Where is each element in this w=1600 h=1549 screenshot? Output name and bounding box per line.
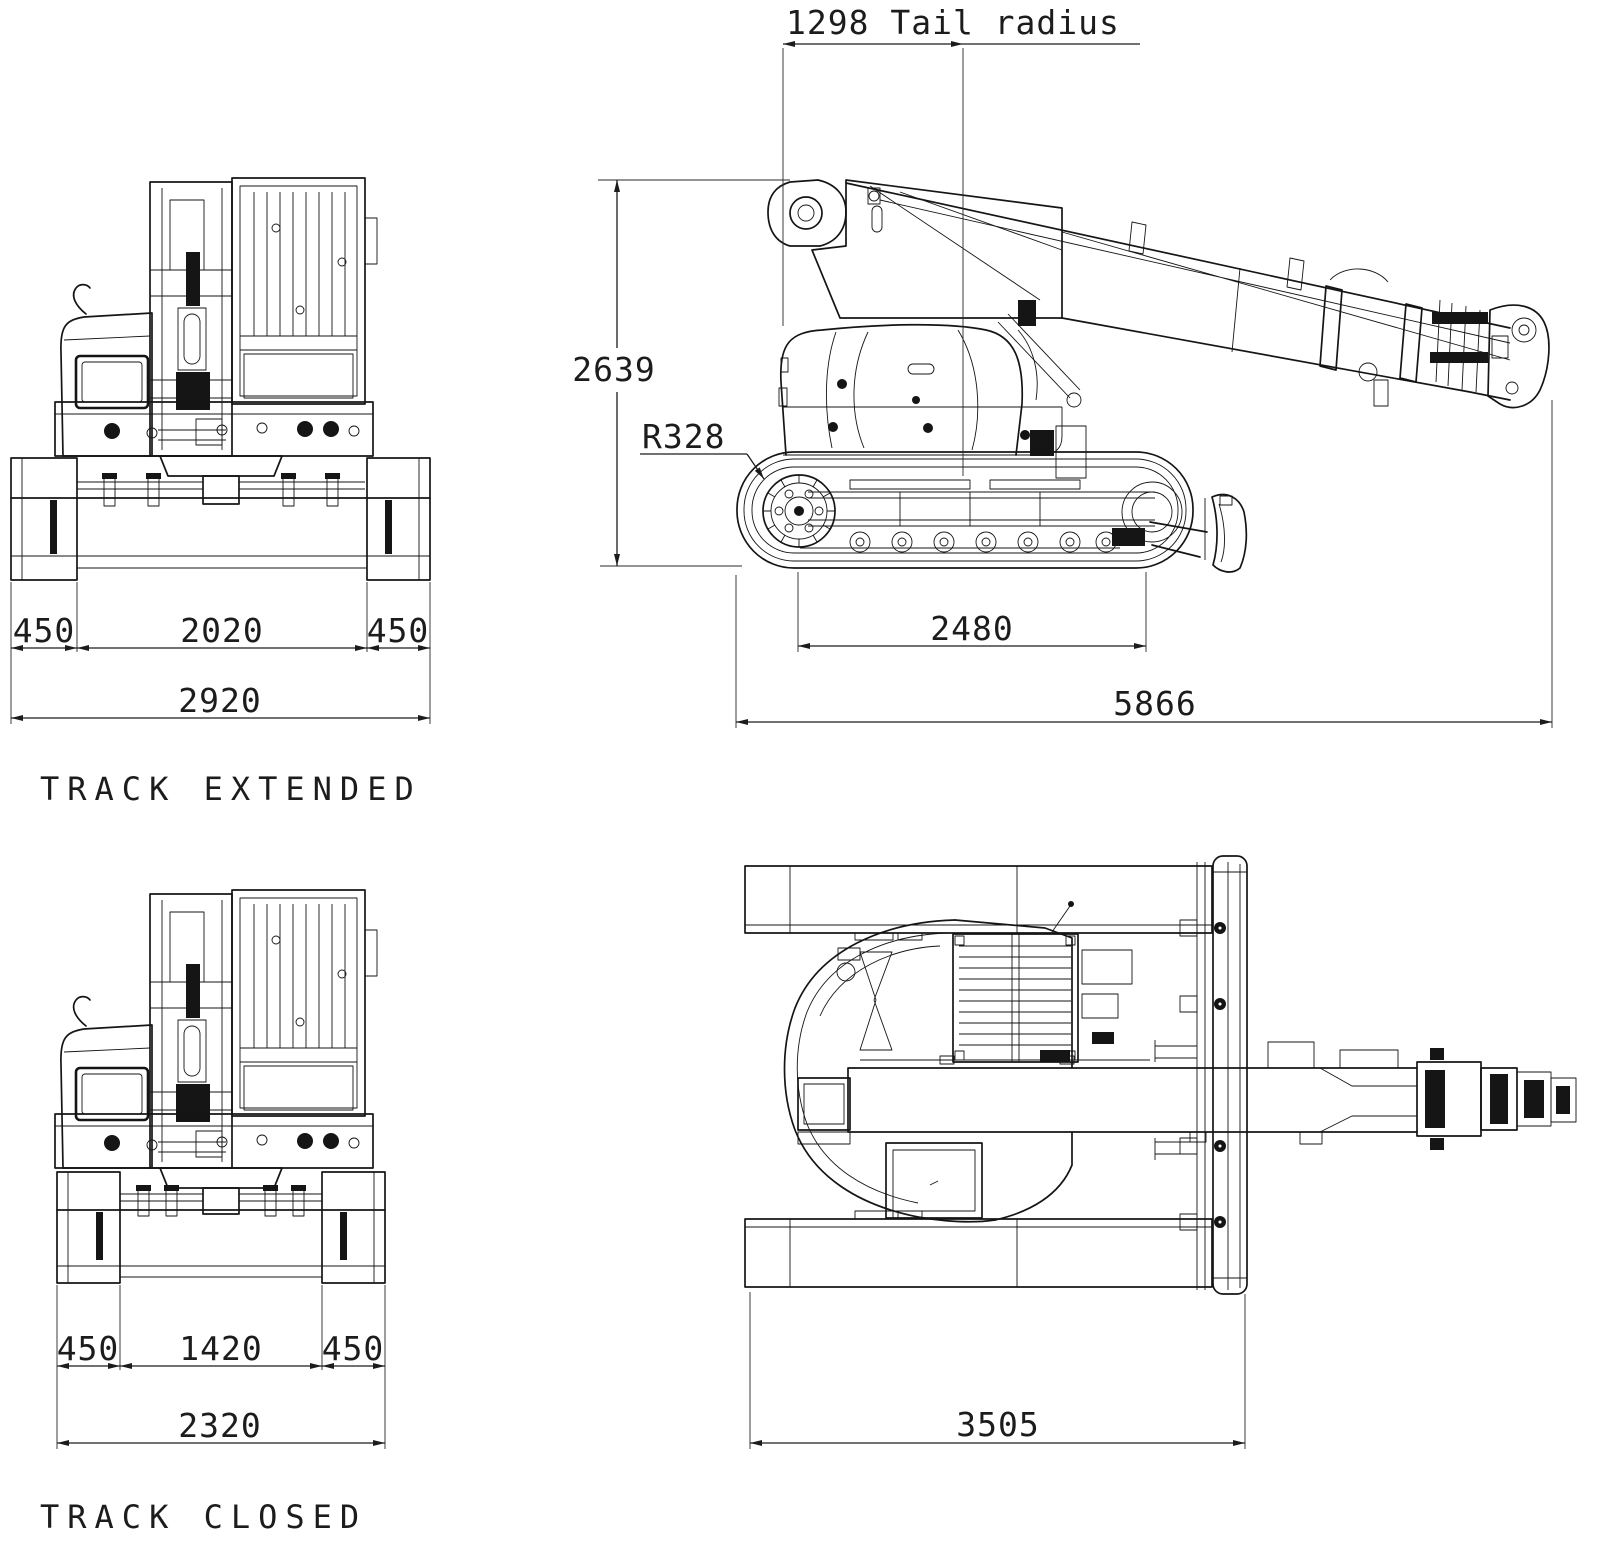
top-track-upper bbox=[744, 865, 1213, 934]
boom-top-view bbox=[847, 1041, 1577, 1150]
dim-sprocket-radius: R328 bbox=[642, 417, 725, 456]
dim-left-track-width-extended: 450 bbox=[13, 611, 76, 650]
front-idler bbox=[1121, 481, 1183, 543]
dim-top-overall-length: 3505 bbox=[956, 1405, 1039, 1444]
dimensions-front-closed: 450 1420 450 2320 TRACK CLOSED bbox=[40, 1285, 386, 1536]
dimensions-front-extended: 450 2020 450 2920 TRACK EXTENDED bbox=[10, 582, 431, 808]
label-track-closed: TRACK CLOSED bbox=[40, 1498, 367, 1536]
view-front-track-closed: 450 1420 450 2320 TRACK CLOSED bbox=[40, 888, 386, 1536]
dozer-blade-side bbox=[1149, 493, 1248, 573]
dimensions-top: 3505 bbox=[749, 1292, 1246, 1449]
dim-overall-height: 2639 bbox=[572, 350, 655, 389]
dozer-blade-top bbox=[1179, 855, 1248, 1295]
machine-upper-works bbox=[53, 888, 379, 1170]
view-front-track-extended: 450 2020 450 2920 TRACK EXTENDED bbox=[10, 176, 431, 808]
left-track-frame bbox=[56, 1171, 121, 1284]
top-track-lower bbox=[744, 1218, 1213, 1288]
side-track-outline bbox=[736, 451, 1194, 569]
view-top-plan: 3505 bbox=[744, 855, 1577, 1449]
label-track-extended: TRACK EXTENDED bbox=[40, 770, 422, 808]
dim-left-track-width-closed: 450 bbox=[57, 1329, 120, 1368]
cab-roof-window bbox=[885, 1142, 983, 1219]
track-rollers bbox=[849, 531, 1117, 553]
side-machine-drawing bbox=[736, 179, 1550, 573]
undercarriage-closed bbox=[56, 1167, 386, 1284]
top-machine-drawing bbox=[744, 855, 1577, 1295]
dim-tail-radius: 1298 Tail radius bbox=[786, 3, 1120, 42]
dim-overall-width-closed: 2320 bbox=[178, 1406, 261, 1445]
drive-sprocket bbox=[762, 474, 836, 548]
dimensions-side: 1298 Tail radius 2639 R328 2480 5866 bbox=[572, 3, 1553, 728]
undercarriage-extended bbox=[10, 455, 431, 581]
dim-track-gauge-closed: 1420 bbox=[179, 1329, 262, 1368]
dim-track-gauge-extended: 2020 bbox=[180, 611, 263, 650]
right-track-frame bbox=[366, 457, 431, 581]
machine-upper-works bbox=[53, 176, 379, 458]
dim-track-contact-length: 2480 bbox=[930, 609, 1013, 648]
dim-overall-width-extended: 2920 bbox=[178, 681, 261, 720]
view-side-elevation: 1298 Tail radius 2639 R328 2480 5866 bbox=[572, 3, 1553, 728]
left-track-frame bbox=[10, 457, 78, 581]
dim-right-track-width-extended: 450 bbox=[367, 611, 430, 650]
dim-overall-length: 5866 bbox=[1113, 684, 1196, 723]
dim-right-track-width-closed: 450 bbox=[322, 1329, 385, 1368]
right-track-frame bbox=[321, 1171, 386, 1284]
